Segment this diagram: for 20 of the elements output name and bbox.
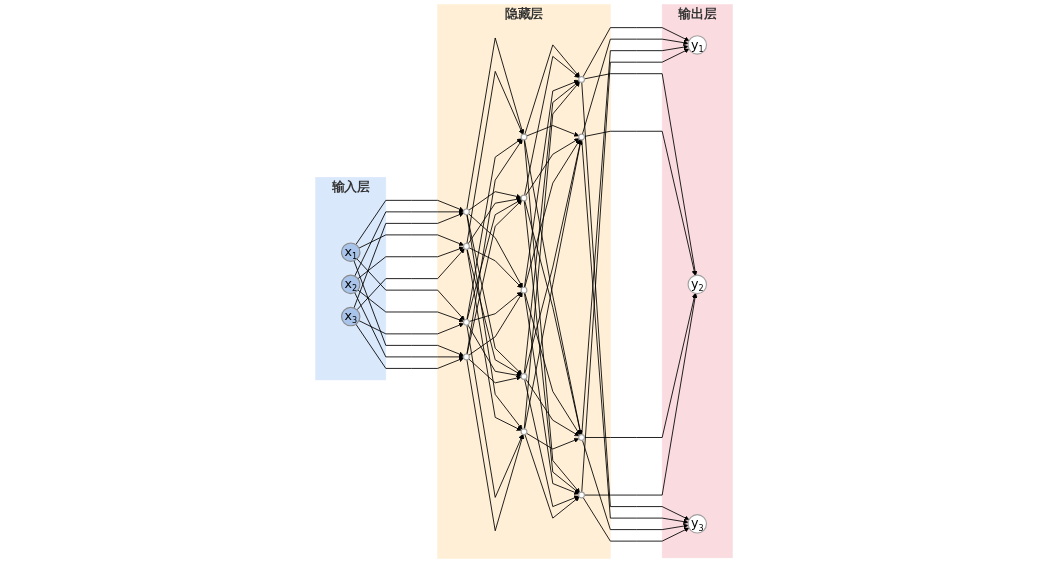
node-circle <box>520 373 528 380</box>
node-circle: y$_{2}$ <box>687 274 708 295</box>
node-circle <box>520 133 528 141</box>
node-circle <box>578 76 586 83</box>
node-circle: x$_{3}$ <box>340 306 361 327</box>
node-circle <box>520 286 528 294</box>
node-circle <box>462 318 470 326</box>
node-circle <box>578 491 586 499</box>
node-circle: x$_{2}$ <box>340 274 361 295</box>
node-circle <box>578 434 586 441</box>
node-circle <box>462 242 470 250</box>
node-circle <box>462 208 470 216</box>
cluster: 隐藏层 <box>437 4 611 559</box>
node-circle: y$_{1}$ <box>687 35 708 55</box>
node-circle <box>462 353 470 361</box>
node-circle <box>520 428 528 436</box>
node-circle: x$_{1}$ <box>340 242 361 262</box>
node-circle <box>520 194 528 202</box>
node-circle: y$_{3}$ <box>687 514 708 534</box>
node-circle <box>578 133 586 141</box>
